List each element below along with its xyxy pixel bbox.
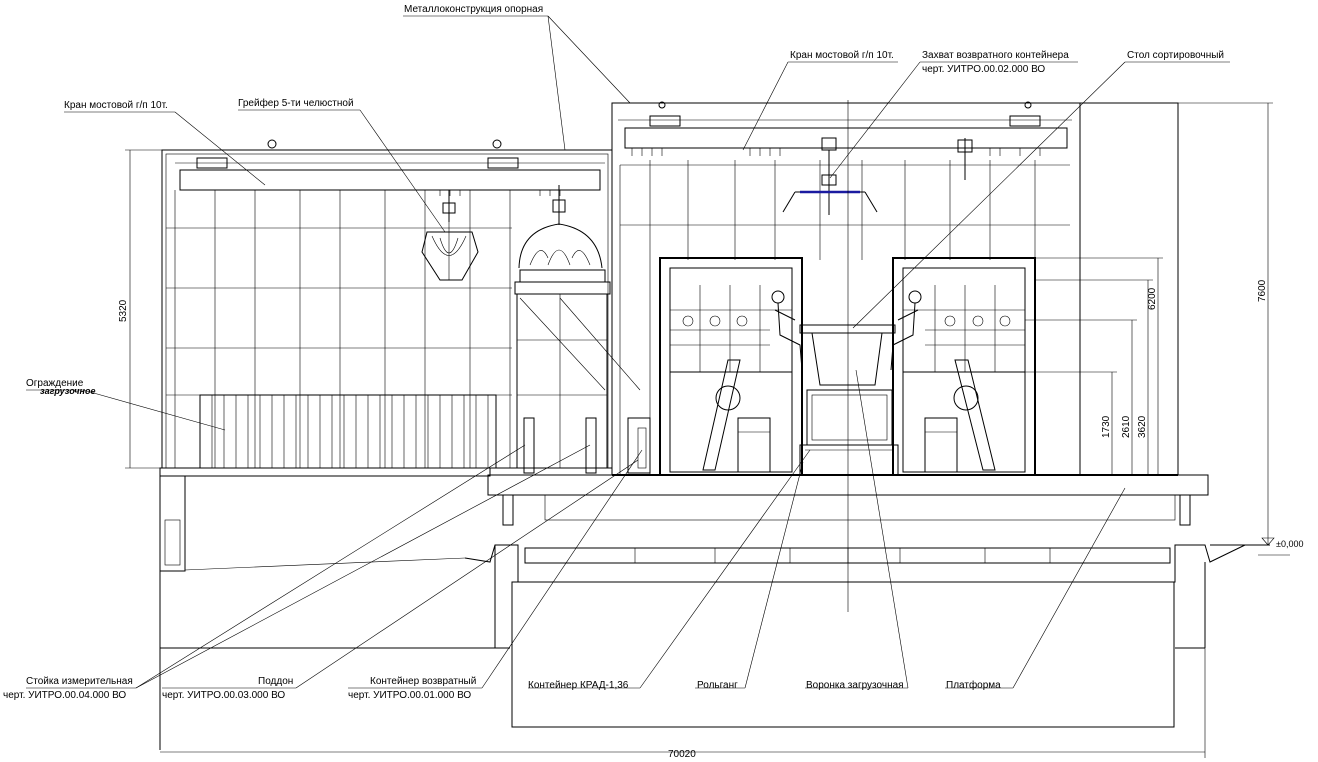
label-return-grip-ref: черт. УИТРО.00.02.000 ВО [922, 64, 1045, 75]
dimension-lines [125, 102, 1290, 758]
label-sorting-table: Стол сортировочный [1127, 50, 1224, 61]
dim-2610: 2610 [1121, 415, 1132, 438]
label-return-container: Контейнер возвратный [370, 676, 476, 687]
grab-open [518, 185, 603, 269]
loading-fence [199, 394, 497, 469]
left-hall-frame [161, 149, 613, 469]
right-crane [618, 101, 1072, 215]
label-crane-left: Кран мостовой г/п 10т. [64, 100, 168, 111]
label-rack: Стойка измерительная [26, 676, 133, 687]
left-cabin [659, 257, 803, 476]
dim-3620: 3620 [1137, 415, 1148, 438]
label-return-grip: Захват возвратного контейнера [922, 50, 1069, 61]
label-platform: Платформа [946, 679, 1001, 691]
label-crane-right: Кран мостовой г/п 10т. [790, 50, 894, 61]
label-krad: Контейнер КРАД-1,36 [528, 680, 629, 691]
label-rack-ref: черт. УИТРО.00.04.000 ВО [3, 690, 126, 701]
left-crane [175, 139, 605, 196]
level-mark: ±0,000 [1276, 539, 1303, 549]
label-hopper: Воронка загрузочная [806, 680, 904, 691]
label-fence-sub: загрузочное [40, 386, 96, 396]
labels: Металлоконструкция опорная Кран мостовой… [3, 4, 1224, 701]
grab-small [421, 190, 479, 281]
foundation [159, 544, 1270, 750]
dim-1730: 1730 [1101, 415, 1112, 438]
right-cabin [890, 257, 1036, 476]
dim-6200: 6200 [1147, 287, 1158, 310]
dim-7600: 7600 [1257, 279, 1268, 302]
label-grab: Грейфер 5-ти челюстной [238, 97, 354, 109]
label-metal-structure: Металлоконструкция опорная [404, 4, 543, 15]
dim-70020: 70020 [668, 749, 696, 760]
floor-platform [159, 467, 1209, 572]
label-pallet-ref: черт. УИТРО.00.03.000 ВО [162, 690, 285, 701]
label-return-container-ref: черт. УИТРО.00.01.000 ВО [348, 690, 471, 701]
sorting-table-hopper [799, 324, 899, 476]
leader-lines [26, 15, 1230, 689]
support-tower [514, 269, 641, 469]
right-hall-frame [611, 102, 1179, 476]
label-rollgang: Рольганг [697, 680, 738, 691]
label-pallet: Поддон [258, 676, 293, 687]
label-fence: Ограждение [26, 378, 84, 389]
dim-5320: 5320 [118, 299, 129, 322]
